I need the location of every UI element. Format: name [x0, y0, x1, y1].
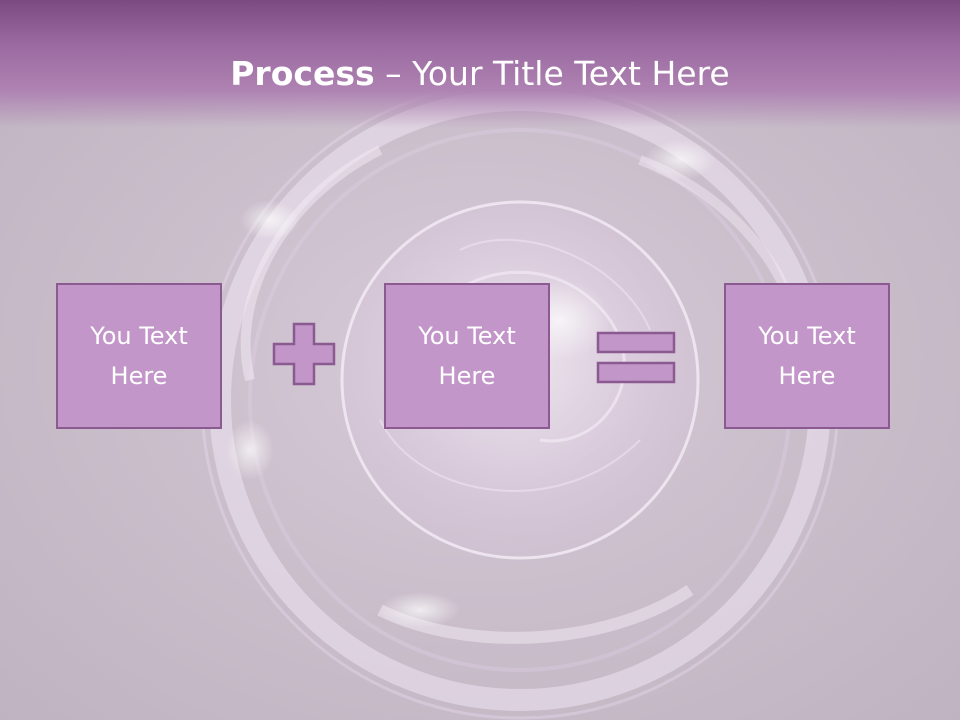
process-box-1: You Text Here: [56, 283, 222, 429]
slide-title: Process – Your Title Text Here: [0, 52, 960, 96]
process-box-2-text: You Text Here: [418, 322, 516, 390]
title-bar: [0, 0, 960, 128]
title-bold: Process: [230, 54, 375, 93]
process-box-3-text: You Text Here: [758, 322, 856, 390]
process-box-1-text: You Text Here: [90, 322, 188, 390]
equals-icon: [596, 331, 676, 384]
plus-icon: [272, 322, 336, 386]
title-rest: – Your Title Text Here: [374, 54, 730, 93]
process-box-3: You Text Here: [724, 283, 890, 429]
process-box-2: You Text Here: [384, 283, 550, 429]
